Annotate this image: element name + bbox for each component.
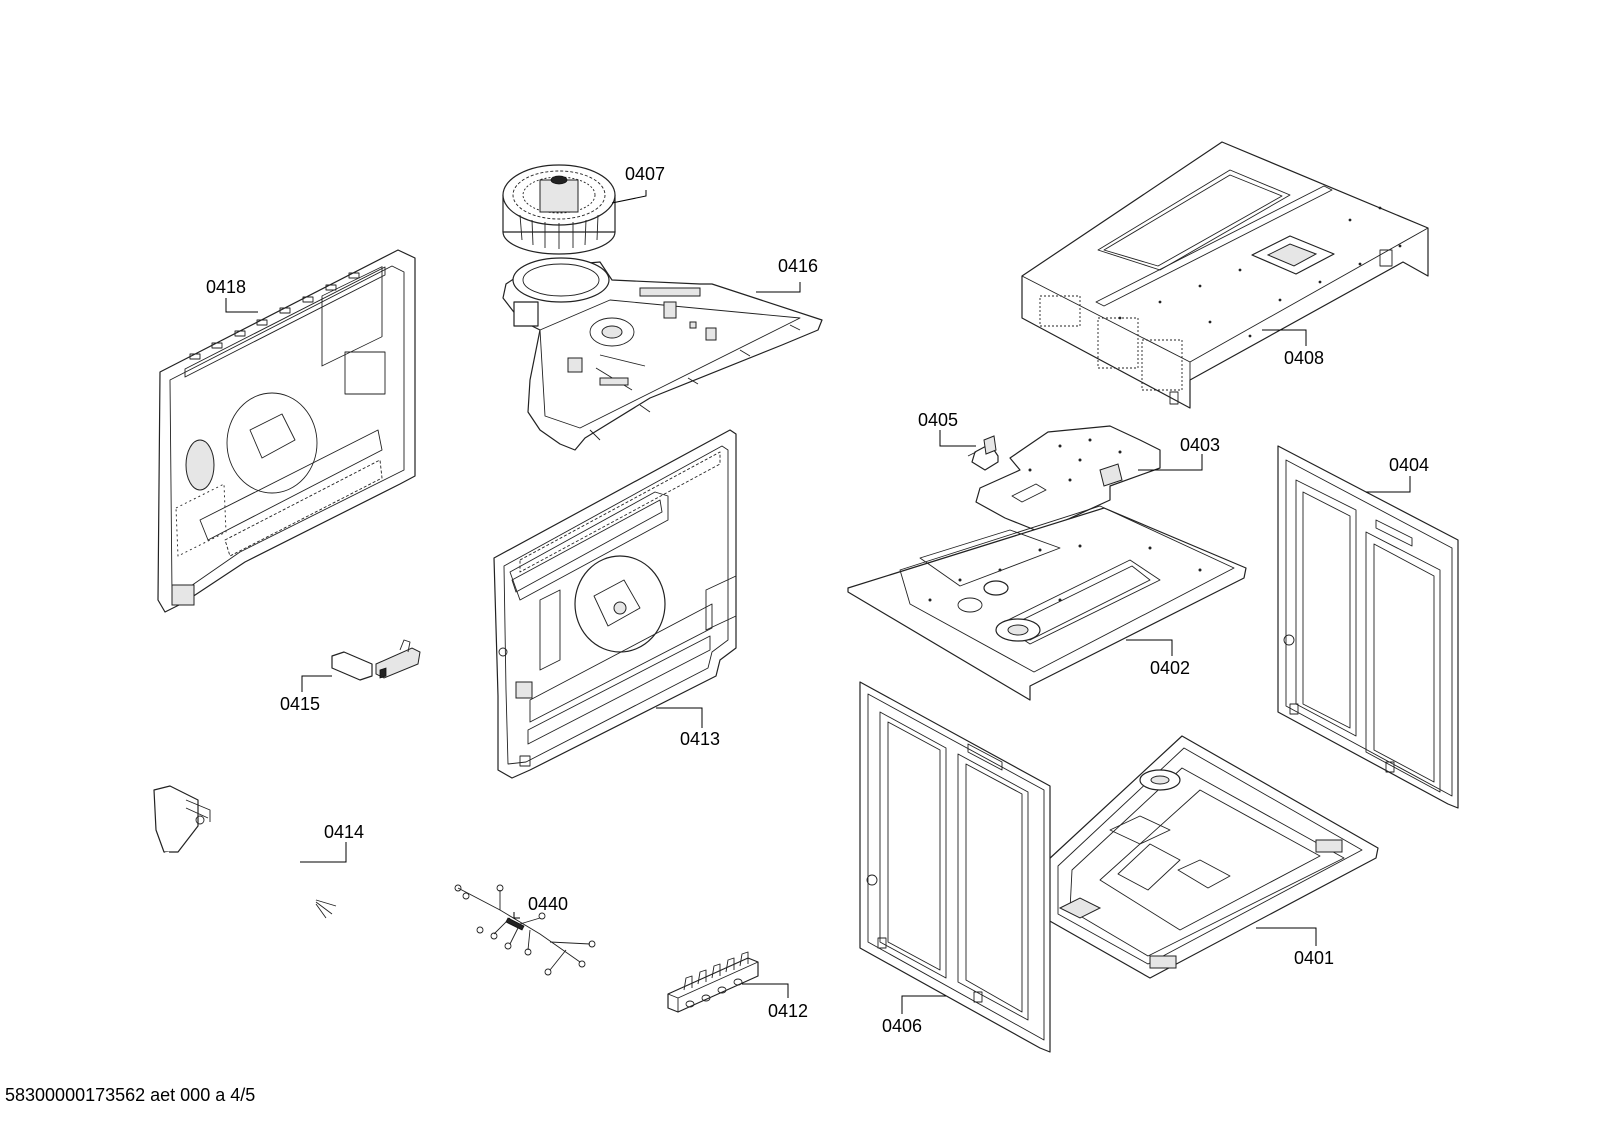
- part-0407-drawing: [502, 164, 616, 255]
- part-0414-drawing: [153, 785, 337, 950]
- leader-0405: [939, 430, 976, 447]
- leader-0404: [1366, 476, 1411, 493]
- part-0413-drawing: [493, 429, 737, 779]
- part-0401-drawing: [1047, 735, 1379, 979]
- leader-0407: [611, 190, 647, 204]
- label-0416: 0416: [778, 256, 818, 276]
- part-0440-drawing: [454, 884, 596, 976]
- label-0407: 0407: [625, 164, 665, 184]
- label-0413: 0413: [680, 729, 720, 749]
- label-0405: 0405: [918, 410, 958, 430]
- leader-0413: [656, 707, 703, 728]
- part-0412-drawing: [667, 951, 759, 1013]
- label-0406: 0406: [882, 1016, 922, 1036]
- part-labels: 0418 0407 0416 0408 0405 0403 0404 0402 …: [206, 164, 1429, 1036]
- label-0404: 0404: [1389, 455, 1429, 475]
- label-0408: 0408: [1284, 348, 1324, 368]
- label-0418: 0418: [206, 277, 246, 297]
- part-0404-drawing: [1277, 445, 1459, 809]
- label-0402: 0402: [1150, 658, 1190, 678]
- label-0415: 0415: [280, 694, 320, 714]
- label-0414: 0414: [324, 822, 364, 842]
- part-0405-drawing: [967, 435, 999, 471]
- leader-lines: [225, 190, 1411, 1014]
- part-0415-drawing: [331, 639, 421, 681]
- label-0401: 0401: [1294, 948, 1334, 968]
- label-0440: 0440: [528, 894, 568, 914]
- part-0402-drawing: [847, 505, 1247, 701]
- leader-0403: [1138, 454, 1203, 471]
- leader-0406: [901, 995, 946, 1014]
- label-0403: 0403: [1180, 435, 1220, 455]
- part-0406-drawing: [859, 681, 1051, 1053]
- part-0403-drawing: [975, 425, 1161, 533]
- leader-0401: [1256, 927, 1317, 946]
- part-0418-drawing: [157, 249, 416, 613]
- leader-0414: [300, 842, 347, 863]
- leader-0408: [1262, 329, 1307, 346]
- label-0412: 0412: [768, 1001, 808, 1021]
- leader-0402: [1126, 639, 1173, 656]
- part-0408-drawing: [1021, 141, 1429, 409]
- footer-document-code: 58300000173562 aet 000 a 4/5: [5, 1085, 255, 1105]
- leader-0440: [513, 912, 520, 919]
- leader-0416: [756, 282, 801, 293]
- leader-0415: [301, 675, 332, 692]
- part-0416-drawing: [502, 257, 823, 451]
- leader-0418: [225, 298, 258, 313]
- leader-0412: [742, 983, 789, 998]
